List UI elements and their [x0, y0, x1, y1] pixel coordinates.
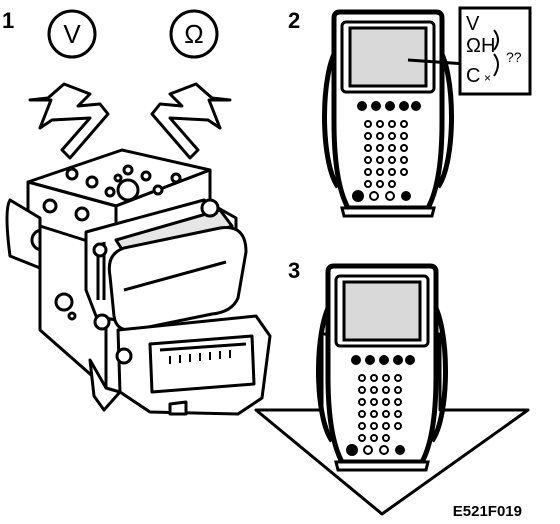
screen-readout-callout: V ΩH C × ?? — [458, 6, 532, 96]
readout-ohm: ΩH — [466, 35, 495, 57]
callout-leader-line — [407, 58, 467, 66]
step-2-label: 2 — [288, 8, 300, 33]
readout-x: × — [484, 71, 491, 85]
ohm-label: Ω — [184, 19, 203, 49]
readout-question: ?? — [506, 49, 522, 65]
arrow-down-left-icon — [150, 82, 232, 160]
scan-tool-handheld — [325, 12, 452, 216]
ohm-symbol: Ω — [169, 9, 219, 59]
readout-brace-icon — [493, 29, 499, 77]
figure-code: E521F019 — [453, 503, 522, 520]
abs-hydraulic-unit — [5, 148, 272, 416]
voltage-symbol: V — [47, 9, 97, 59]
scan-tool-handheld-step3 — [319, 266, 446, 470]
step-1-label: 1 — [2, 8, 14, 33]
readout-voltage: V — [466, 13, 480, 35]
arrow-down-right-icon — [28, 82, 110, 160]
step-3-label: 3 — [288, 258, 300, 283]
readout-c: C — [466, 65, 480, 87]
voltage-label: V — [63, 19, 81, 49]
